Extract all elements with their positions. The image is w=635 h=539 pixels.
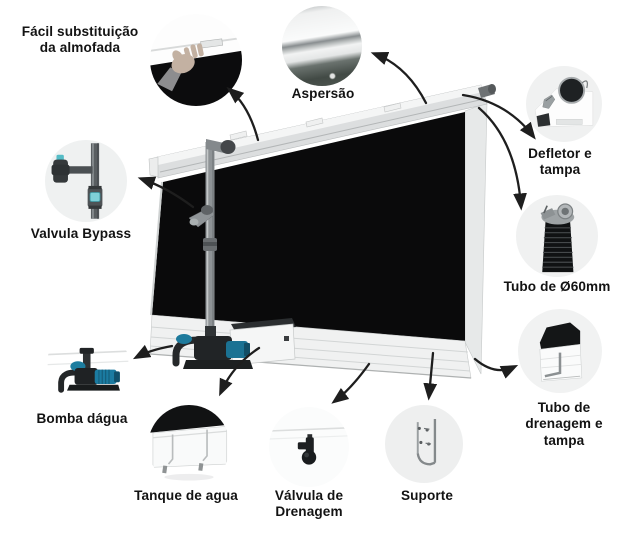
callout-label-tanque-agua: Tanque de agua <box>134 488 238 503</box>
callout-label-tubo-60mm: Tubo de Ø60mm <box>503 279 611 294</box>
tubo-drenagem-photo-art <box>539 322 583 382</box>
suporte-photo-art <box>416 419 437 466</box>
callout-photo-tanque-agua <box>148 405 230 487</box>
cooler-unit <box>148 84 496 379</box>
callout-label-valvula-bypass: Valvula Bypass <box>30 226 132 241</box>
supply-pipe <box>203 139 236 334</box>
callout-photo-suporte <box>385 405 463 483</box>
bypass-photo-art <box>51 143 103 219</box>
sprayer-head <box>188 205 215 228</box>
callout-label-bomba-dagua: Bomba dágua <box>36 411 128 426</box>
spray-photo-art <box>282 6 362 86</box>
callout-label-pad-replacement: Fácil substituição da almofada <box>21 24 139 56</box>
callout-photo-defletor-tampa <box>526 66 602 142</box>
cooling-pad-panel <box>152 112 465 341</box>
bomba-photo-art <box>47 347 129 393</box>
tubo-60mm-photo-art <box>540 203 575 273</box>
callout-photo-valvula-bypass <box>45 140 127 222</box>
callout-photo-tubo-drenagem-tampa <box>518 309 602 393</box>
callout-photo-tubo-60mm <box>516 195 598 277</box>
callout-photo-bomba-dagua <box>46 326 130 410</box>
callout-label-valvula-drenagem: Válvula de Drenagem <box>274 488 344 520</box>
callout-label-defletor-tampa: Defletor e tampa <box>528 146 592 178</box>
callout-label-tubo-drenagem-tampa: Tubo de drenagem e tampa <box>525 400 603 448</box>
callout-label-suporte: Suporte <box>400 488 454 503</box>
tanque-photo-art <box>148 405 230 481</box>
callout-label-aspersao: Aspersão <box>291 86 355 101</box>
callout-photo-valvula-drenagem <box>269 407 349 487</box>
callout-photo-pad-replacement <box>150 14 242 106</box>
callout-photo-aspersao <box>282 6 362 86</box>
pad-replacement-photo-art <box>150 14 242 106</box>
defletor-photo-art <box>534 76 594 128</box>
valvula-drenagem-photo-art <box>269 427 349 465</box>
